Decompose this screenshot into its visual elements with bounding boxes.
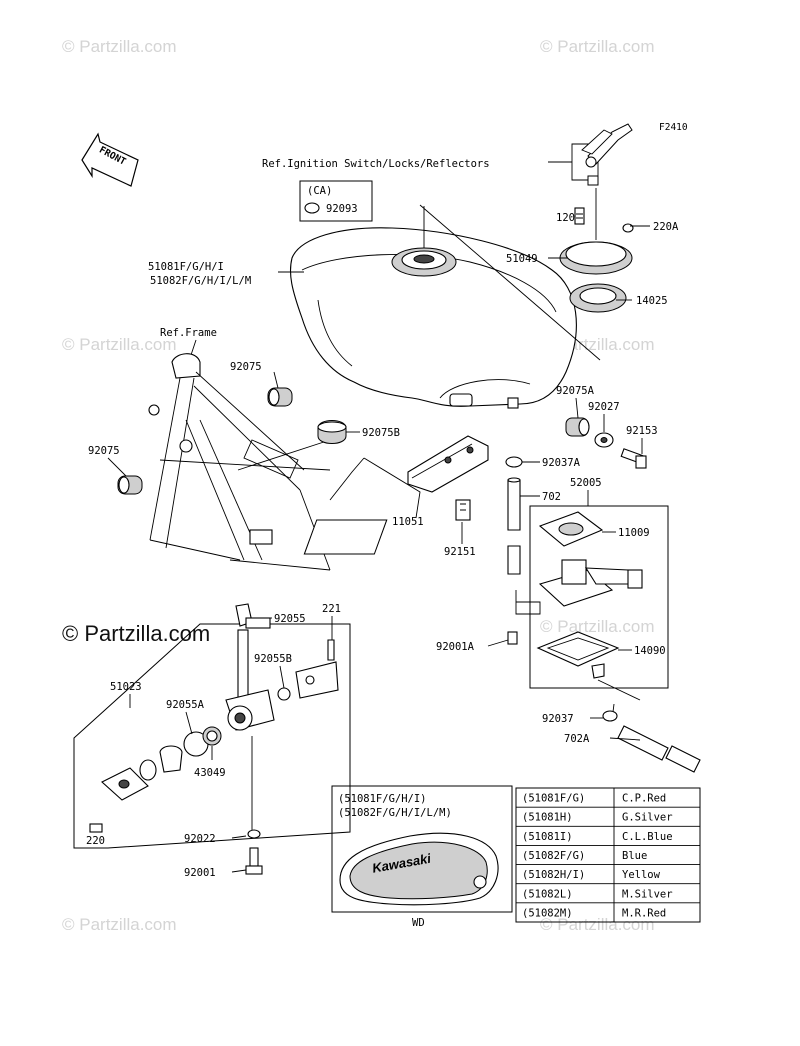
label-92055: 92055 xyxy=(274,613,306,625)
watermark-top-right: © Partzilla.com xyxy=(540,37,655,56)
label-220: 220 xyxy=(86,835,105,847)
ref-ignition-label: Ref.Ignition Switch/Locks/Reflectors xyxy=(262,158,490,170)
decal-box-line-2: (51082F/G/H/I/L/M) xyxy=(338,807,452,819)
label-92075-upper: 92075 xyxy=(230,361,262,373)
screw-220 xyxy=(89,823,103,833)
label-14025: 14025 xyxy=(636,295,668,307)
bolt-92153 xyxy=(620,448,647,469)
gasket-92055 xyxy=(245,617,271,629)
label-92022: 92022 xyxy=(184,833,216,845)
label-51049: 51049 xyxy=(506,253,538,265)
label-92001A: 92001A xyxy=(436,641,475,653)
label-92027: 92027 xyxy=(588,401,620,413)
front-arrow-icon: FRONT xyxy=(81,132,139,187)
decal-box-line-1: (51081F/G/H/I) xyxy=(338,793,427,805)
tank-label-1: 51081F/G/H/I xyxy=(148,261,224,273)
label-220A: 220A xyxy=(653,221,679,233)
fuel-tank xyxy=(289,227,577,409)
color-table-code: (51082H/I) xyxy=(522,869,585,881)
label-14090: 14090 xyxy=(634,645,666,657)
color-table-color: M.R.Red xyxy=(622,907,666,919)
rubber-dampers xyxy=(117,387,614,495)
ca-box-title: (CA) xyxy=(307,185,332,197)
tank-bracket xyxy=(303,435,489,555)
ref-frame-label: Ref.Frame xyxy=(160,327,217,339)
color-table-code: (51082L) xyxy=(522,888,573,900)
label-92055B: 92055B xyxy=(254,653,292,665)
watermark-bottom-right: © Partzilla.com xyxy=(540,915,655,934)
color-table-color: Blue xyxy=(622,850,647,862)
label-11009: 11009 xyxy=(618,527,650,539)
label-92075-left: 92075 xyxy=(88,445,120,457)
color-table-code: (51082F/G) xyxy=(522,850,585,862)
washer-92022 xyxy=(247,829,261,839)
label-702: 702 xyxy=(542,491,561,503)
label-702A: 702A xyxy=(564,733,590,745)
filler-cap-parts xyxy=(559,207,634,313)
color-table-color: M.Silver xyxy=(622,888,673,900)
color-table-code: (51082M) xyxy=(522,907,573,919)
color-table-color: G.Silver xyxy=(622,812,673,824)
bolt-92001 xyxy=(245,847,263,875)
valve-assembly-outline xyxy=(73,623,351,849)
frame xyxy=(148,353,331,571)
watermark-bottom-left: © Partzilla.com xyxy=(62,915,177,934)
wd-label: WD xyxy=(412,917,425,929)
filter-parts xyxy=(536,511,643,679)
label-92037A: 92037A xyxy=(542,457,581,469)
label-52005: 52005 xyxy=(570,477,602,489)
watermark-mid-left: © Partzilla.com xyxy=(62,335,177,354)
tank-label-2: 51082F/G/H/I/L/M xyxy=(150,275,251,287)
watermark-top-left: © Partzilla.com xyxy=(62,37,177,56)
decal-box xyxy=(331,785,513,913)
label-92075A: 92075A xyxy=(556,385,595,397)
ignition-key-icon xyxy=(581,123,633,186)
watermark-prominent: © Partzilla.com xyxy=(62,621,210,646)
watermark-lower-right: © Partzilla.com xyxy=(540,617,655,636)
color-table: (51081F/G) C.P.Red (51081H) G.Silver (51081I… xyxy=(515,787,701,923)
hose-702A xyxy=(617,725,701,773)
label-92001: 92001 xyxy=(184,867,216,879)
color-table-code: (51081I) xyxy=(522,831,573,843)
fuel-valve xyxy=(225,603,339,830)
color-table-code: (51081H) xyxy=(522,812,573,824)
color-table-color: C.L.Blue xyxy=(622,831,673,843)
label-221: 221 xyxy=(322,603,341,615)
label-92037: 92037 xyxy=(542,713,574,725)
hose-702 xyxy=(507,477,521,575)
valve-seals xyxy=(101,726,222,801)
color-table-color: Yellow xyxy=(622,869,661,881)
label-43049: 43049 xyxy=(194,767,226,779)
label-51023: 51023 xyxy=(110,681,142,693)
decal-tank-side: Kawasaki xyxy=(339,832,499,906)
ca-box-part: 92093 xyxy=(326,203,358,215)
label-92153: 92153 xyxy=(626,425,658,437)
label-120: 120 xyxy=(556,212,575,224)
label-11051: 11051 xyxy=(392,516,424,528)
color-table-code: (51081F/G) xyxy=(522,793,585,805)
figure-code: F2410 xyxy=(659,122,688,133)
color-table-color: C.P.Red xyxy=(622,793,666,805)
label-92151: 92151 xyxy=(444,546,476,558)
label-92075B: 92075B xyxy=(362,427,400,439)
label-92055A: 92055A xyxy=(166,699,205,711)
